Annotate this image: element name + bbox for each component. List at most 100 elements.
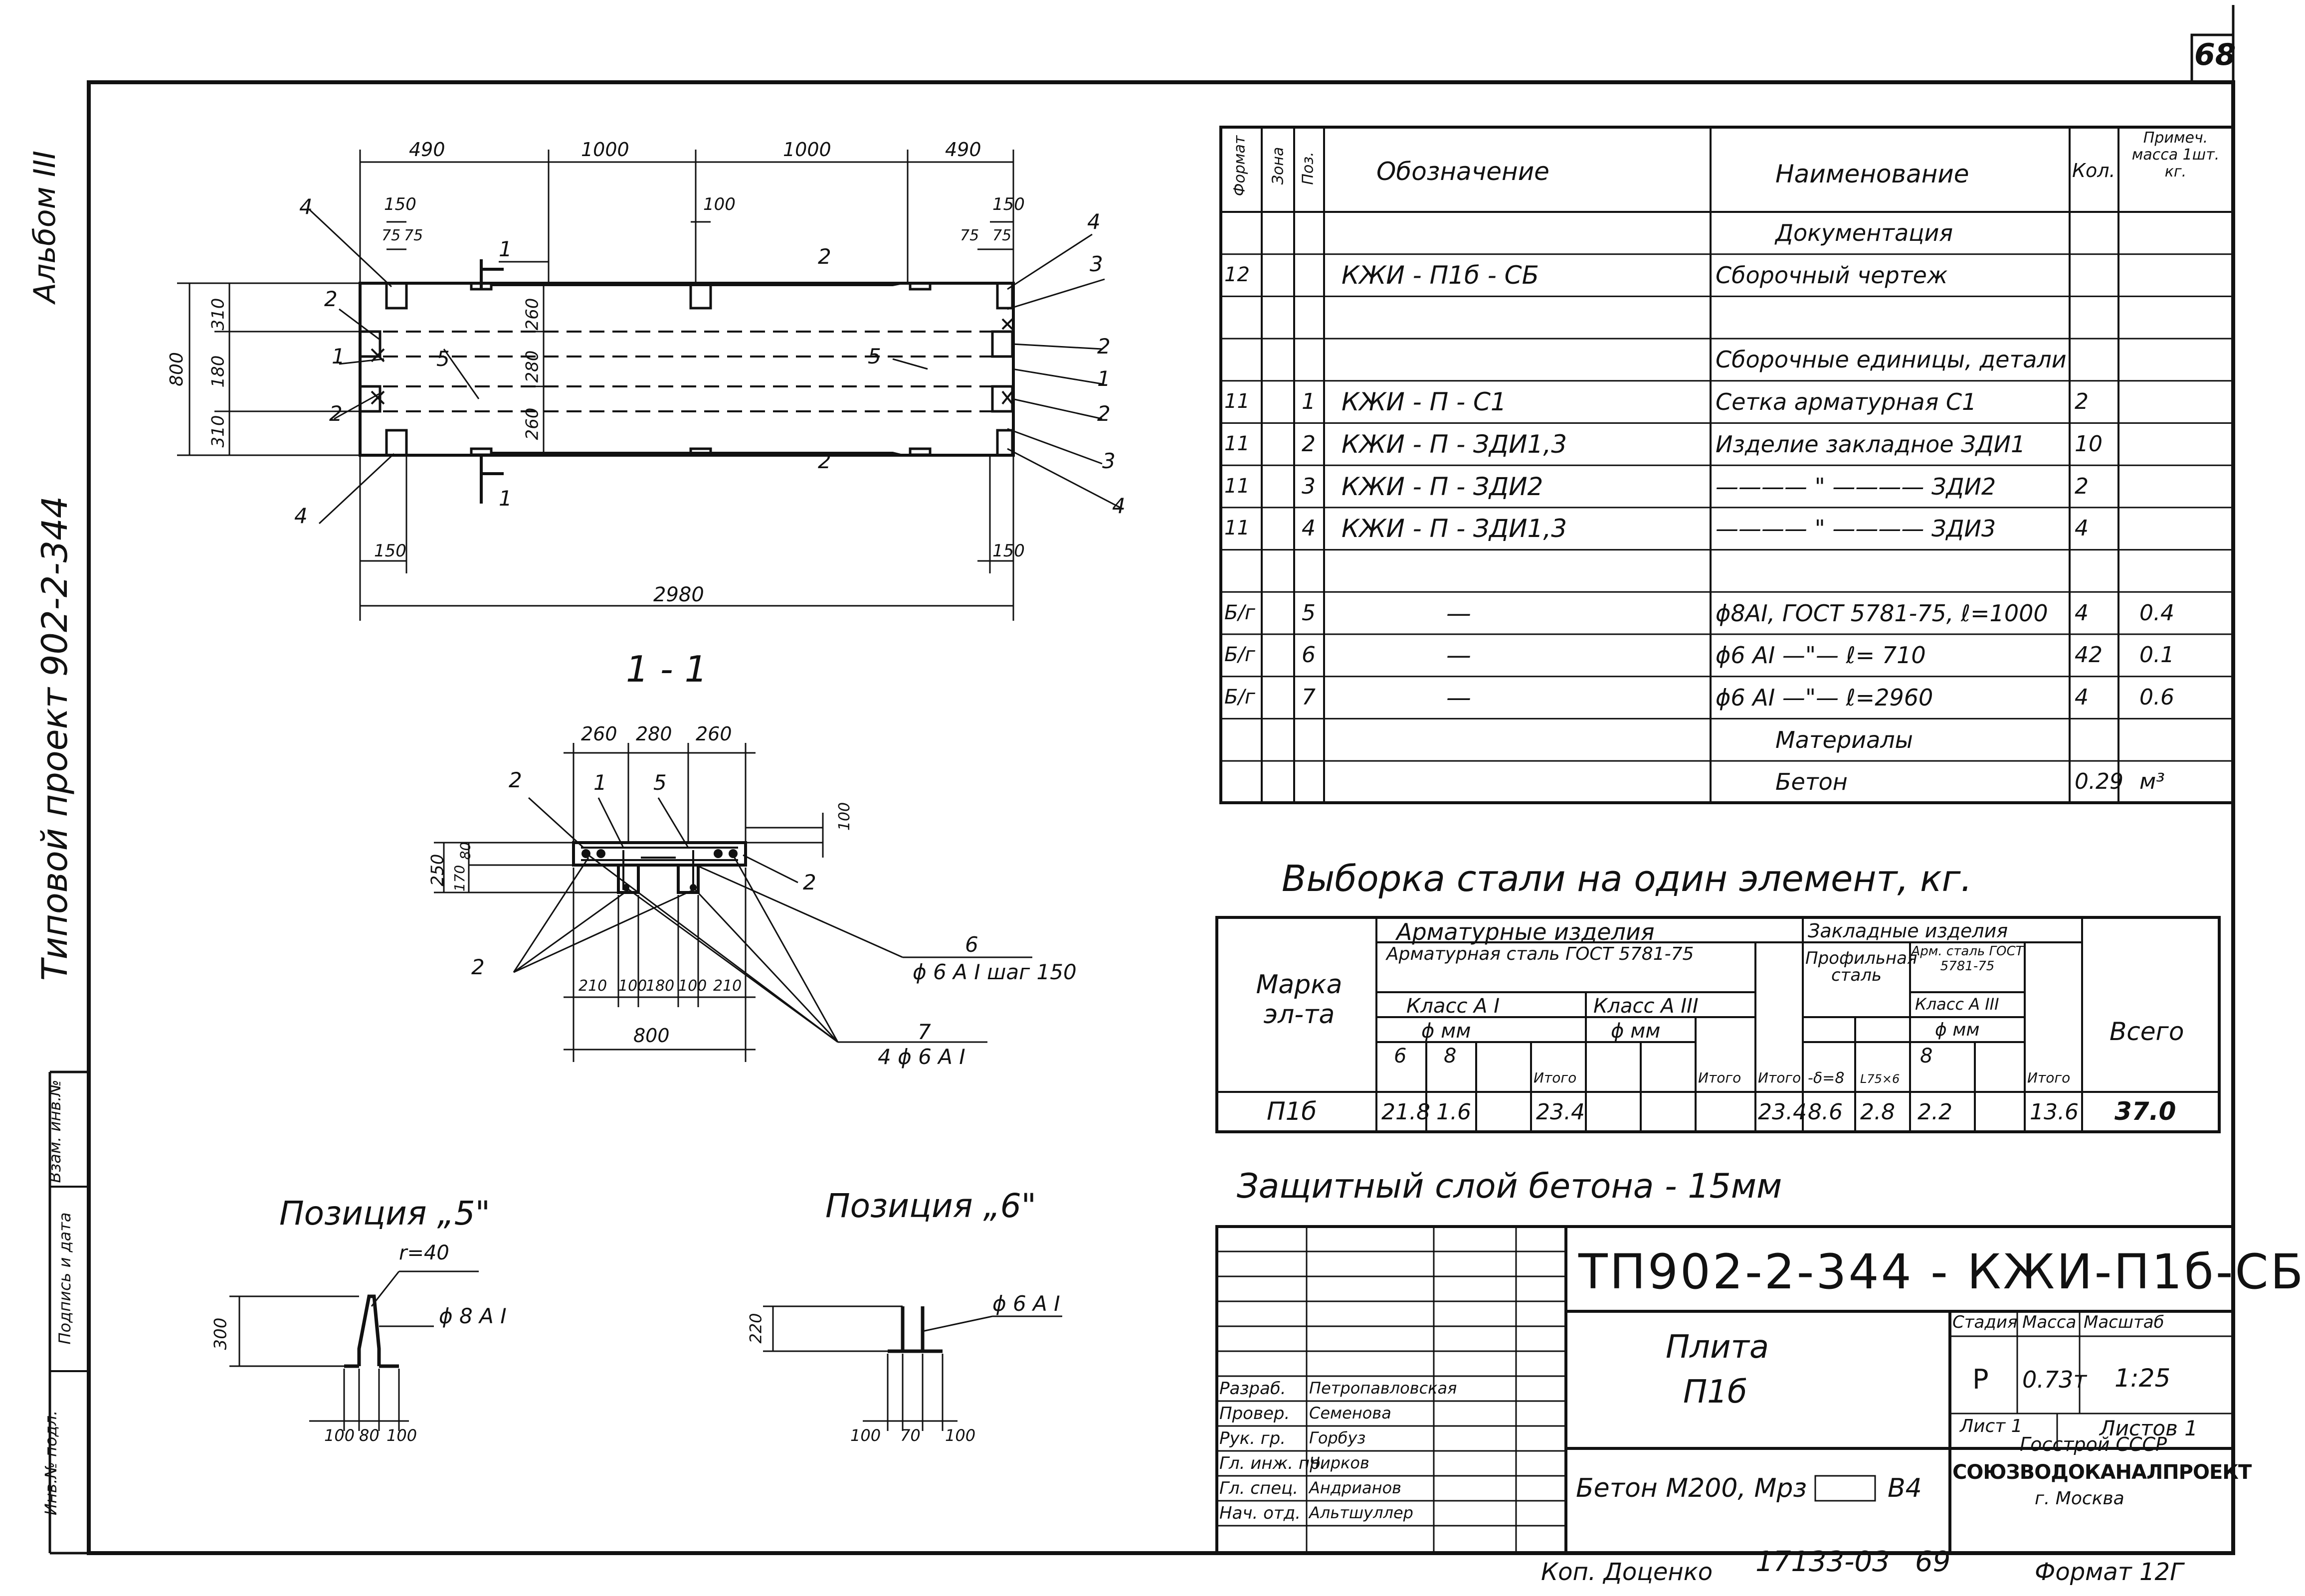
spec-cell-format: 11 <box>1224 432 1250 455</box>
spec-cell-format: 11 <box>1224 390 1250 413</box>
plan-dim-minor: 75 <box>382 227 401 244</box>
plan-label: 2 <box>818 449 831 473</box>
spec-cell-qty: 4 <box>2075 600 2089 626</box>
signature-name: Горбуз <box>1309 1428 1366 1447</box>
cover-note: Защитный слой бетона - 15мм <box>1237 1167 1782 1206</box>
steel-h-emb-d8: 8 <box>1920 1045 1933 1067</box>
title-stage: Р <box>1972 1364 1989 1395</box>
pos6-dim: 100 <box>945 1426 976 1445</box>
section-dim-top: 260 <box>696 723 732 745</box>
plan-dim-minor: 150 <box>992 194 1025 214</box>
section-label: 2 <box>803 870 816 894</box>
title-material-b: В4 <box>1888 1473 1922 1503</box>
spec-header-qty: Кол. <box>2072 160 2115 181</box>
plan-dim-minor: 150 <box>384 194 416 214</box>
steel-h-d8: 8 <box>1444 1045 1457 1067</box>
spec-cell-pos: 3 <box>1302 473 1316 499</box>
order-number: 17133-03 <box>1755 1546 1890 1578</box>
steel-h-class-aiii: Класс A III <box>1593 995 1699 1018</box>
steel-h-total: Всего <box>2110 1017 2184 1046</box>
steel-h-d6: 6 <box>1394 1045 1407 1067</box>
plan-label: 2 <box>1097 401 1111 426</box>
plan-label: 4 <box>1112 494 1126 518</box>
title-h-scale: Масштаб <box>2084 1312 2164 1332</box>
title-scale: 1:25 <box>2114 1364 2171 1393</box>
steel-title: Выборка стали на один элемент, кг. <box>1282 858 1972 899</box>
pos6-title: Позиция „6" <box>825 1187 1037 1225</box>
title-h-stage: Стадия <box>1952 1312 2018 1332</box>
steel-h-class-ai: Класс A I <box>1406 995 1500 1018</box>
spec-cell-name: Сетка арматурная С1 <box>1716 388 1977 416</box>
pos6-dim: 70 <box>900 1426 921 1445</box>
section-label: 1 <box>593 770 607 795</box>
spec-cell-note: 0.6 <box>2139 685 2174 710</box>
title-name-1: Плита <box>1666 1329 1769 1366</box>
plan-label: 3 <box>1090 252 1103 276</box>
spec-cell-format: Б/г <box>1224 643 1255 667</box>
plan-dim-top-3: 1000 <box>783 139 831 161</box>
spec-cell-name: Сборочные единицы, детали <box>1716 346 2067 373</box>
plan-label: 2 <box>329 401 343 426</box>
signature-name: Петропавловская <box>1309 1379 1457 1398</box>
plan-dim-bottom: 150 <box>992 541 1025 561</box>
pos5-dim: 100 <box>324 1426 355 1445</box>
steel-h-itogo: Итого <box>1698 1069 1741 1086</box>
title-org-3: г. Москва <box>2035 1488 2124 1509</box>
steel-h-fmm: ϕ мм <box>1611 1020 1661 1043</box>
signature-role: Рук. гр. <box>1219 1428 1286 1448</box>
title-sheets: Листов 1 <box>2100 1416 2198 1440</box>
steel-p1: 8.6 <box>1808 1099 1843 1125</box>
section-dim-top: 260 <box>581 723 617 745</box>
spec-cell-name: Бетон <box>1775 768 1848 796</box>
section-note-6: ϕ 6 A I шаг 150 <box>913 960 1077 984</box>
signature-name: Андрианов <box>1309 1478 1402 1497</box>
section-label: 6 <box>965 932 978 957</box>
section-dim-bottom: 180 <box>646 977 675 995</box>
section-label: 5 <box>653 770 667 795</box>
section-dim-total: 800 <box>633 1025 670 1047</box>
spec-cell-note: 0.1 <box>2139 642 2174 668</box>
signature-role: Нач. отд. <box>1219 1503 1301 1523</box>
steel-h-itogo: Итого <box>2027 1069 2071 1086</box>
pos5-dim: 100 <box>386 1426 417 1445</box>
section-dim-bottom: 100 <box>618 977 647 995</box>
title-sheet: Лист 1 <box>1960 1416 2023 1436</box>
signature-name: Чирков <box>1309 1453 1369 1472</box>
spec-cell-qty: 4 <box>2075 516 2089 541</box>
spec-cell-name: ϕ8AI, ГОСТ 5781-75, ℓ=1000 <box>1716 599 2048 627</box>
steel-total: 37.0 <box>2114 1097 2176 1126</box>
pos6-dim: 100 <box>850 1426 881 1445</box>
order-page: 69 <box>1915 1546 1951 1578</box>
title-org-1: Госстрой СССР <box>2020 1433 2167 1455</box>
steel-h-fmm: ϕ мм <box>1421 1020 1471 1043</box>
steel-h-emb-arm: Арм. сталь ГОСТ 5781-75 <box>1911 944 2024 974</box>
plan-dim-top-2: 1000 <box>581 139 629 161</box>
plan-dim-top-1: 490 <box>409 139 445 161</box>
signature-name: Альтшуллер <box>1309 1503 1413 1522</box>
steel-v6: 21.8 <box>1381 1099 1430 1125</box>
spec-cell-name: ϕ6 AI —"— ℓ= 710 <box>1716 642 1926 669</box>
title-h-mass: Масса <box>2022 1312 2077 1332</box>
spec-cell-name: Материалы <box>1775 726 1913 753</box>
spec-cell-qty: 2 <box>2075 473 2089 499</box>
spec-header-note: Примеч. масса 1шт. кг. <box>2131 129 2220 180</box>
spec-cell-format: 11 <box>1224 474 1250 498</box>
steel-h-mark: Марка эл-та <box>1256 970 1343 1030</box>
section-dim-bottom: 210 <box>578 977 607 995</box>
spec-header-designation: Обозначение <box>1376 157 1549 186</box>
title-material: Бетон М200, Мрз <box>1576 1473 1807 1503</box>
pos5-dim: 80 <box>359 1426 380 1445</box>
section-note-7: 4 ϕ 6 A I <box>878 1045 965 1069</box>
signature-name: Семенова <box>1309 1404 1391 1422</box>
spec-cell-note: 0.4 <box>2139 600 2174 626</box>
spec-cell-name: Сборочный чертеж <box>1716 262 1948 289</box>
steel-it1: 23.4 <box>1536 1099 1585 1125</box>
spec-cell-designation: КЖИ - П - ЗДИ1,3 <box>1342 429 1567 459</box>
spec-cell-format: Б/г <box>1224 601 1255 624</box>
section-dim-bottom: 100 <box>678 977 707 995</box>
